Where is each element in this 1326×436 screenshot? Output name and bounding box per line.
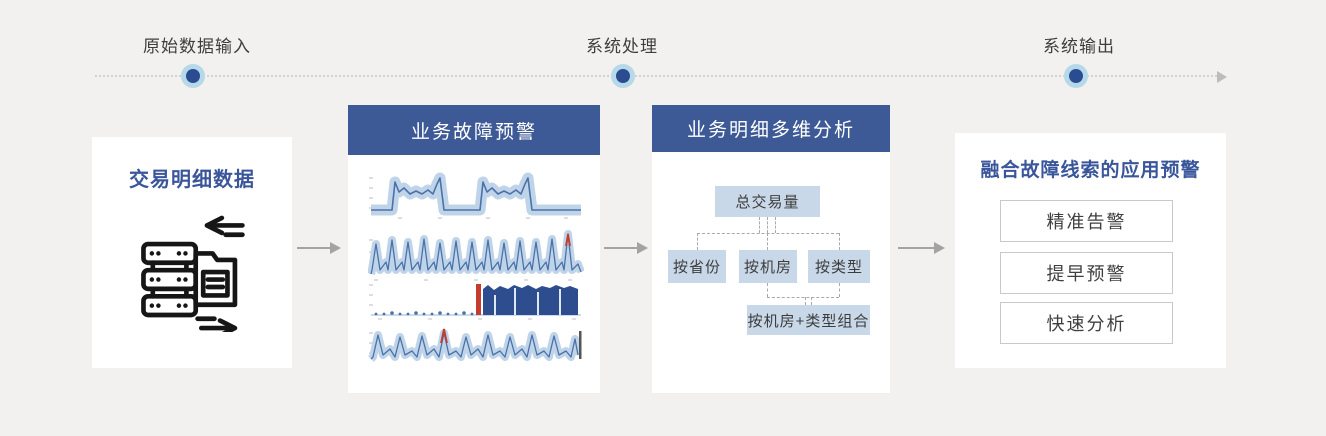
- tree-connector: [767, 217, 768, 233]
- fault-warning-header: 业务故障预警: [348, 105, 600, 155]
- tree-connector: [767, 233, 768, 250]
- anomaly-red-spike-block-chart: [368, 275, 584, 326]
- output-item-fast-analysis: 快速分析: [1000, 302, 1173, 344]
- flow-arrow-1-icon: [297, 242, 341, 254]
- tree-connector: [697, 233, 839, 234]
- fault-warning-card: 业务故障预警: [348, 105, 600, 393]
- tree-node-combined: 按机房+类型组合: [747, 305, 870, 335]
- tree-connector: [805, 297, 806, 305]
- multidim-analysis-card: 业务明细多维分析 总交易量 按省份 按机房 按类型 按机房+类型组合: [652, 105, 890, 393]
- multidim-analysis-header: 业务明细多维分析: [652, 105, 890, 152]
- timeline-dot-output: [1064, 64, 1088, 88]
- output-warning-title: 融合故障线索的应用预警: [980, 160, 1201, 181]
- tree-connector: [839, 283, 840, 297]
- tree-connector: [759, 217, 760, 233]
- output-item-early-warning: 提早预警: [1000, 252, 1173, 294]
- source-data-card: 交易明细数据: [92, 137, 292, 368]
- source-data-title: 交易明细数据: [129, 169, 255, 191]
- tree-node-datacenter: 按机房: [739, 250, 797, 283]
- timeline-stage-label-processing: 系统处理: [586, 37, 658, 56]
- tree-node-type: 按类型: [808, 250, 870, 283]
- timeline-arrowhead-icon: [1217, 71, 1227, 83]
- tree-connector: [697, 233, 698, 250]
- timeline-dot-processing: [611, 64, 635, 88]
- tree-node-province: 按省份: [668, 250, 726, 283]
- timeline-dotted-line: [95, 75, 1217, 77]
- periodic-spikes-band-chart: [367, 226, 585, 289]
- flow-arrow-2-icon: [604, 242, 648, 254]
- tree-node-root: 总交易量: [715, 186, 820, 217]
- timeline-dot-input: [181, 64, 205, 88]
- timeline-stage-label-output: 系统输出: [1043, 37, 1115, 56]
- server-data-exchange-icon: [92, 214, 292, 332]
- tree-connector: [767, 283, 768, 297]
- tree-connector: [839, 233, 840, 250]
- flow-arrow-3-icon: [898, 242, 945, 254]
- spiky-traffic-band-chart: [368, 325, 584, 372]
- output-item-accurate-alarm: 精准告警: [1000, 200, 1173, 242]
- timeline-stage-label-input: 原始数据输入: [143, 37, 251, 56]
- daily-double-peak-band-chart: [368, 168, 584, 227]
- tree-connector: [811, 297, 812, 305]
- tree-connector: [767, 297, 839, 298]
- output-warning-card: 融合故障线索的应用预警 精准告警 提早预警 快速分析: [955, 133, 1226, 368]
- tree-connector: [775, 217, 776, 233]
